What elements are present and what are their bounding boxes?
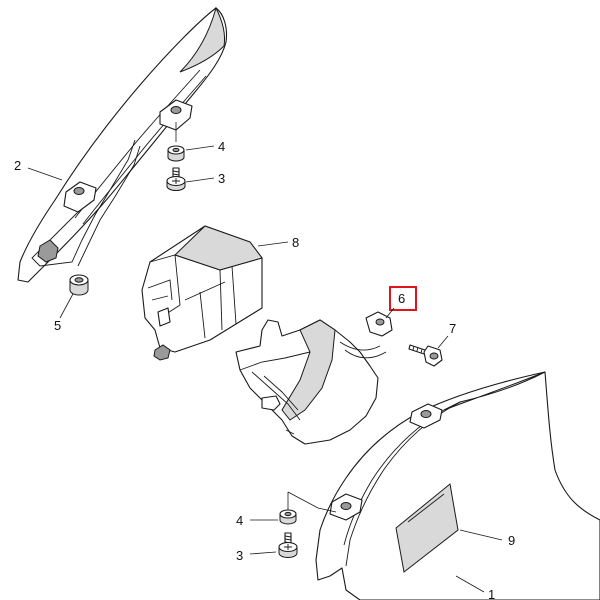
callout-4a: 4 [218,139,225,154]
callout-1: 1 [488,587,495,600]
leader-6 [385,307,395,319]
callout-8: 8 [292,235,299,250]
screw-icon [166,167,186,191]
leader-1 [455,575,485,593]
part-6-highlight [389,286,417,311]
leader-part-stack-b [287,491,337,513]
callout-5: 5 [54,318,61,333]
screw-icon [278,532,298,558]
collar-icon [167,145,185,162]
bracket-box [141,225,263,361]
leader-3b [249,551,277,555]
leader-7 [437,335,449,349]
emblem-plate [395,483,459,573]
callout-3b: 3 [236,548,243,563]
side-cover-right [315,371,600,600]
side-cover-left [17,6,228,283]
leader-2 [27,167,63,181]
callout-3a: 3 [218,171,225,186]
callout-7: 7 [449,321,456,336]
callout-2: 2 [14,158,21,173]
collar-icon [279,509,297,525]
callout-6: 6 [398,291,405,306]
leader-3a [185,177,215,183]
leader-4a [185,145,215,151]
callout-9: 9 [508,533,515,548]
leader-8 [257,241,289,247]
callout-4b: 4 [236,513,243,528]
grommet-icon [69,274,89,296]
leader-9 [459,529,503,541]
bolt-icon [408,344,443,367]
center-cover [235,311,393,445]
leader-5 [59,291,75,319]
